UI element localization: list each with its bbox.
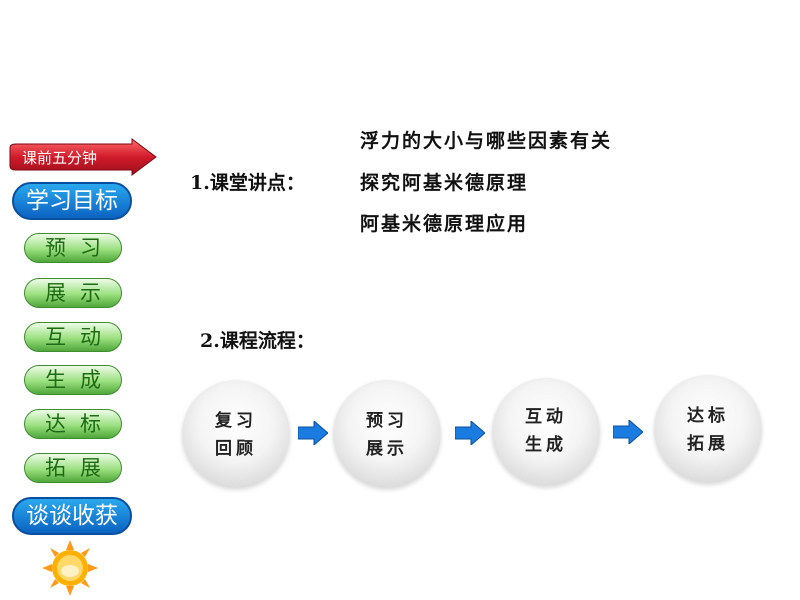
- flow-step-label: 展示: [366, 439, 408, 459]
- flow-step-label: 预习: [366, 411, 408, 431]
- sidebar-header-arrow[interactable]: 课前五分钟: [8, 138, 158, 176]
- flow-step-review[interactable]: 复习 回顾: [182, 380, 290, 488]
- flow-step-interact-generate[interactable]: 互动 生成: [492, 378, 600, 486]
- flow-step-label: 互动: [525, 407, 567, 427]
- flow-step-label: 复习: [215, 411, 257, 431]
- nav-harvest[interactable]: 谈谈收获: [12, 497, 132, 535]
- nav-show[interactable]: 展示: [24, 278, 122, 308]
- nav-extend[interactable]: 拓展: [24, 453, 122, 483]
- flow-step-label: 回顾: [215, 439, 257, 459]
- nav-reach-standard[interactable]: 达标: [24, 409, 122, 439]
- arrow-right-icon: [9, 138, 157, 176]
- arrow-right-icon: [455, 421, 485, 445]
- sun-icon[interactable]: [42, 540, 98, 596]
- flow-step-label: 拓展: [687, 434, 729, 454]
- arrow-right-icon: [613, 420, 643, 444]
- nav-preview[interactable]: 预习: [24, 233, 122, 263]
- lecture-point-3: 阿基米德原理应用: [360, 213, 529, 235]
- nav-interact[interactable]: 互动: [24, 322, 122, 352]
- lecture-points-heading: 1.课堂讲点：: [190, 172, 305, 194]
- lecture-point-1: 浮力的大小与哪些因素有关: [360, 130, 613, 152]
- nav-learning-goals[interactable]: 学习目标: [12, 182, 132, 220]
- sidebar-header-label: 课前五分钟: [22, 149, 98, 167]
- flow-step-standard-extend[interactable]: 达标 拓展: [654, 375, 762, 483]
- flow-step-preview-show[interactable]: 预习 展示: [333, 380, 441, 488]
- course-flow-heading: 2.课程流程：: [200, 330, 315, 352]
- lecture-point-2: 探究阿基米德原理: [360, 172, 529, 194]
- arrow-right-icon: [298, 421, 328, 445]
- nav-generate[interactable]: 生成: [24, 365, 122, 395]
- flow-step-label: 达标: [687, 406, 729, 426]
- flow-step-label: 生成: [525, 435, 567, 455]
